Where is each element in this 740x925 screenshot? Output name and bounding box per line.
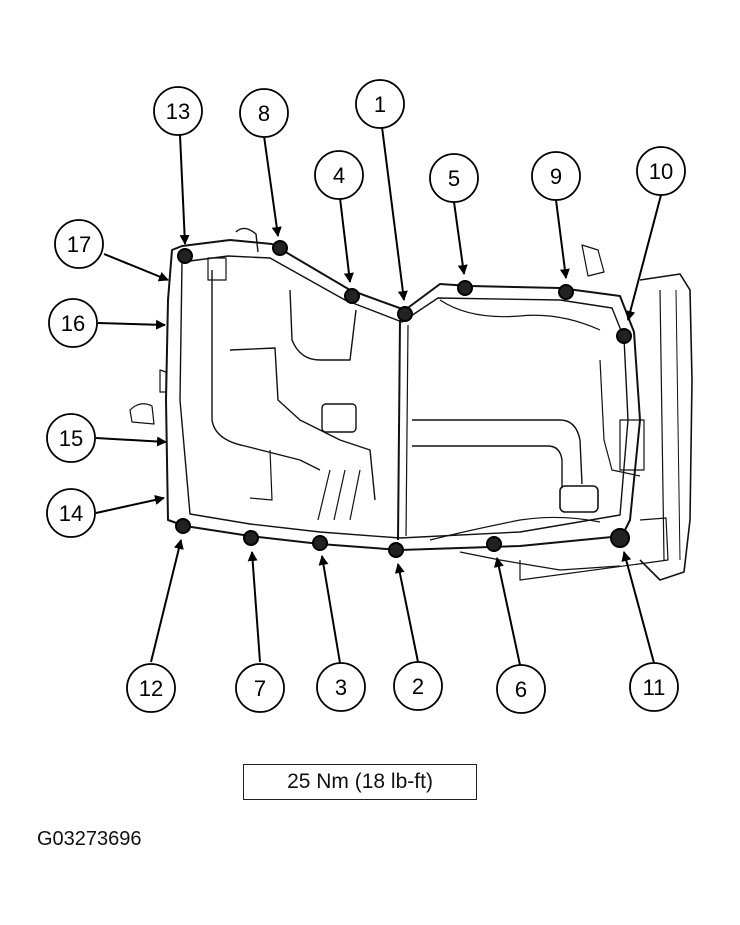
bolt-5 — [457, 280, 473, 296]
bolt-3 — [312, 535, 328, 551]
callout-13: 13 — [153, 86, 203, 136]
leader-11 — [621, 551, 655, 664]
bolt-1 — [397, 306, 413, 322]
callout-16: 16 — [48, 298, 98, 348]
leader-14 — [95, 495, 165, 514]
svg-text:15: 15 — [59, 426, 83, 451]
callout-7: 7 — [235, 663, 285, 713]
callout-10: 10 — [636, 146, 686, 196]
svg-text:9: 9 — [550, 164, 562, 189]
bolt-13 — [177, 248, 193, 264]
svg-text:3: 3 — [335, 675, 347, 700]
svg-text:17: 17 — [67, 232, 91, 257]
bolt-8 — [272, 240, 288, 256]
svg-text:13: 13 — [166, 99, 190, 124]
bolt-11 — [610, 528, 630, 548]
callout-14: 14 — [46, 488, 96, 538]
svg-text:12: 12 — [139, 676, 163, 701]
svg-text:2: 2 — [412, 674, 424, 699]
figure-id: G03273696 — [37, 828, 142, 850]
svg-text:5: 5 — [448, 166, 460, 191]
svg-text:11: 11 — [643, 675, 666, 700]
callout-15: 15 — [46, 413, 96, 463]
bolt-10 — [616, 328, 632, 344]
svg-text:8: 8 — [258, 101, 270, 126]
callout-1: 1 — [355, 79, 405, 129]
leader-16 — [97, 319, 166, 330]
leader-15 — [95, 436, 167, 447]
callout-circles: 13 8 1 4 5 9 10 17 16 15 14 12 7 3 2 6 1… — [46, 79, 686, 714]
leader-9 — [555, 199, 570, 279]
svg-text:16: 16 — [61, 311, 85, 336]
callout-17: 17 — [54, 219, 104, 269]
leader-12 — [150, 539, 184, 663]
callout-8: 8 — [239, 88, 289, 138]
bolt-9 — [558, 284, 574, 300]
leader-17 — [103, 253, 169, 282]
svg-text:6: 6 — [515, 677, 527, 702]
callout-6: 6 — [496, 664, 546, 714]
callout-4: 4 — [314, 150, 364, 200]
callout-3: 3 — [316, 662, 366, 712]
bolt-6 — [486, 536, 502, 552]
leader-7 — [247, 551, 261, 663]
torque-spec-box: 25 Nm (18 lb-ft) — [243, 764, 477, 800]
svg-text:10: 10 — [649, 159, 673, 184]
bolt-12 — [175, 518, 191, 534]
leader-10 — [625, 194, 662, 321]
callout-2: 2 — [393, 661, 443, 711]
leader-2 — [394, 563, 419, 663]
leader-4 — [339, 197, 354, 283]
callout-12: 12 — [126, 663, 176, 713]
bolt-2 — [388, 542, 404, 558]
svg-text:4: 4 — [333, 163, 345, 188]
oil-pan-illustration — [129, 227, 693, 581]
leader-3 — [318, 555, 341, 664]
leader-6 — [494, 557, 521, 666]
callout-5: 5 — [429, 153, 479, 203]
svg-text:14: 14 — [59, 501, 83, 526]
svg-text:1: 1 — [374, 92, 386, 117]
leader-5 — [453, 201, 468, 275]
leader-13 — [179, 134, 190, 245]
callout-9: 9 — [531, 151, 581, 201]
svg-text:7: 7 — [254, 676, 266, 701]
callout-11: 11 — [629, 662, 679, 712]
leader-8 — [263, 135, 282, 237]
callout-leaders — [95, 126, 662, 666]
bolt-markers — [175, 240, 632, 558]
bolt-7 — [243, 530, 259, 546]
bolt-4 — [344, 288, 360, 304]
leader-1 — [381, 126, 408, 301]
